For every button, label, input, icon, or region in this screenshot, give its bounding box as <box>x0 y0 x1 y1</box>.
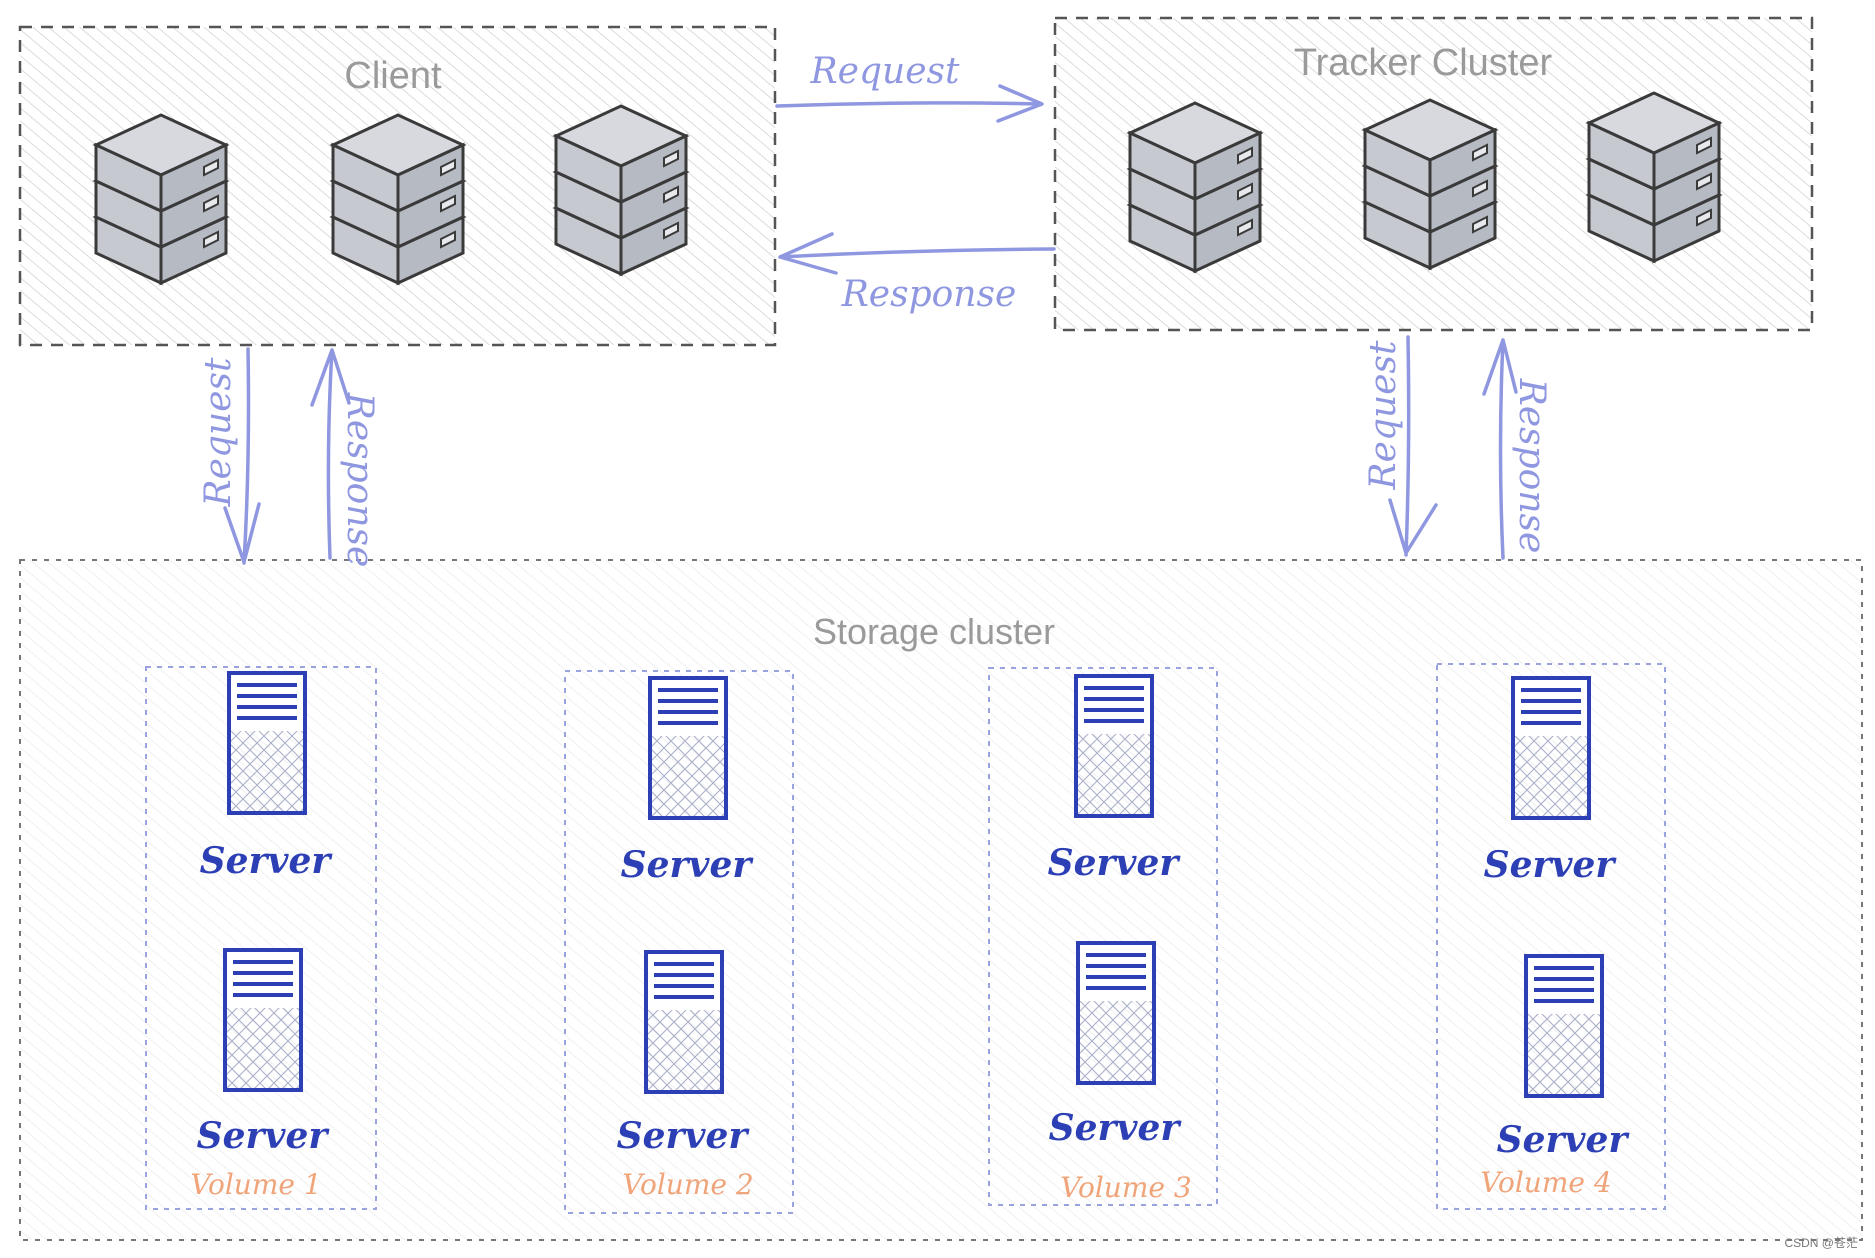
volume1-server-2-label: Server <box>197 1115 331 1157</box>
client-server-2-icon <box>333 115 463 283</box>
volume4-server-2-icon <box>1524 954 1604 1098</box>
volume2-label: Volume 2 <box>622 1168 753 1201</box>
volume2-server-2-label: Server <box>617 1115 751 1157</box>
storage-to-tracker-arrow <box>1482 338 1518 560</box>
volume3-label: Volume 3 <box>1060 1171 1191 1204</box>
storage-cluster-title: Storage cluster <box>813 611 1055 652</box>
watermark-text: CSDN @苍茫 <box>1784 1236 1858 1250</box>
volume1-server-1-icon <box>227 671 307 815</box>
client-server-1-icon <box>96 115 226 283</box>
tracker-cluster: Tracker Cluster <box>1053 16 1814 332</box>
tracker-cluster-title: Tracker Cluster <box>1294 42 1553 84</box>
storage-cluster: Storage cluster <box>19 559 1863 1241</box>
tracker-server-1-icon <box>1130 103 1260 271</box>
volume4-server-1-icon <box>1511 676 1591 820</box>
client-to-storage-label: Request <box>198 357 239 507</box>
volume-group-4: Server Server Volume 4 <box>1436 663 1666 1210</box>
volume2-server-1-icon <box>648 676 728 820</box>
client-to-tracker-arrow <box>775 84 1044 123</box>
volume3-server-2-label: Server <box>1049 1107 1183 1149</box>
volume-group-1: Server Server Volume 1 <box>145 666 377 1210</box>
volume2-server-1-label: Server <box>621 844 755 886</box>
volume3-server-1-icon <box>1074 674 1154 818</box>
tracker-to-client-arrow <box>778 232 1056 275</box>
tracker-server-2-icon <box>1365 100 1495 268</box>
client-to-storage-arrow <box>223 347 261 565</box>
volume2-server-2-icon <box>644 950 724 1094</box>
storage-to-client-label: Response <box>339 392 380 568</box>
volume-group-3: Server Server Volume 3 <box>988 667 1218 1206</box>
volume1-server-2-icon <box>223 948 303 1092</box>
tracker-to-client-label: Response <box>841 274 1017 315</box>
storage-to-tracker-label: Response <box>1511 378 1552 554</box>
volume3-server-1-label: Server <box>1048 842 1182 884</box>
client-cluster: Client <box>18 25 777 347</box>
volume4-server-2-label: Server <box>1497 1119 1631 1161</box>
client-cluster-title: Client <box>344 55 442 97</box>
tracker-server-3-icon <box>1589 93 1719 261</box>
volume-group-2: Server Server Volume 2 <box>564 670 794 1214</box>
volume4-label: Volume 4 <box>1480 1166 1611 1199</box>
client-server-3-icon <box>556 106 686 274</box>
client-to-tracker-label: Request <box>810 51 960 92</box>
tracker-to-storage-arrow <box>1388 335 1438 557</box>
tracker-to-storage-label: Request <box>1363 340 1404 490</box>
volume4-server-1-label: Server <box>1484 844 1618 886</box>
storage-to-client-arrow <box>310 348 351 560</box>
volume1-server-1-label: Server <box>200 840 334 882</box>
volume1-label: Volume 1 <box>190 1168 321 1201</box>
volume3-server-2-icon <box>1076 941 1156 1085</box>
